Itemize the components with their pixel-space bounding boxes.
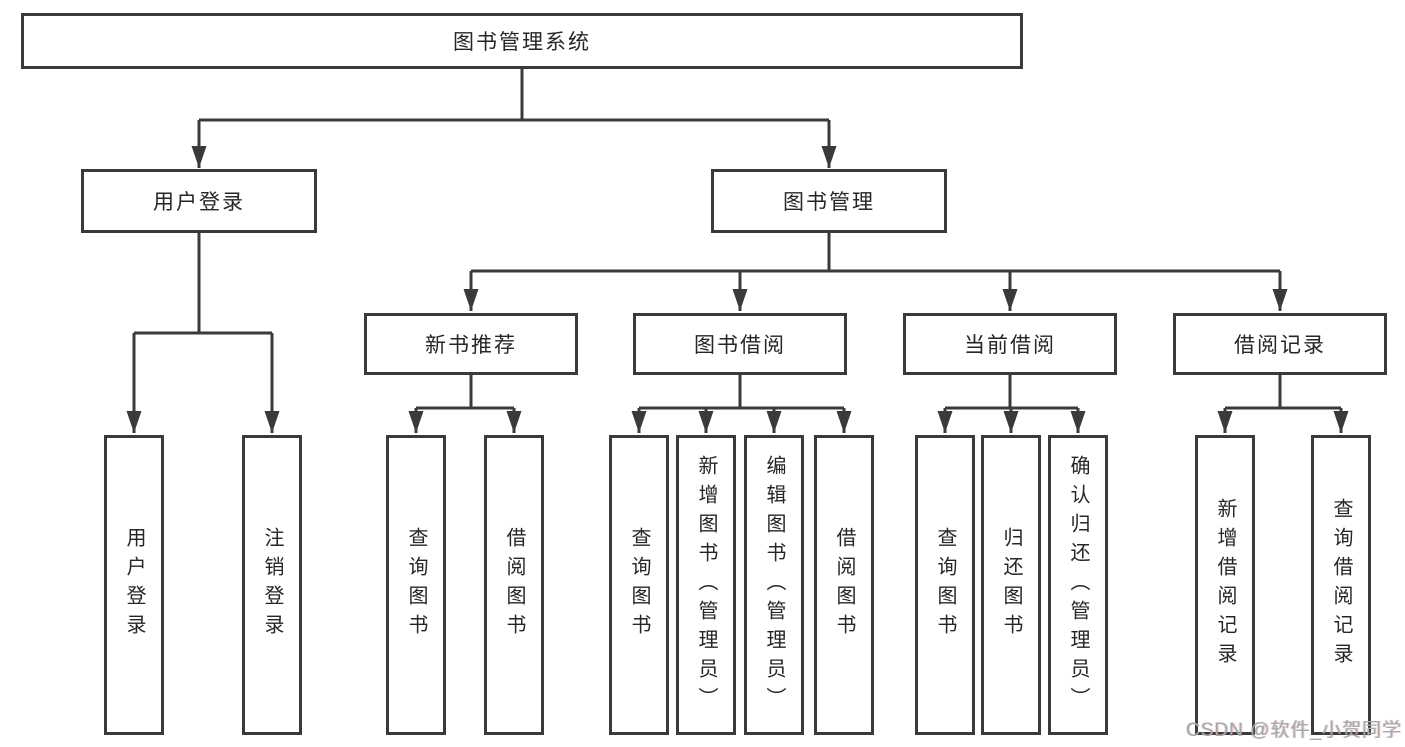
leaf-borrow-add-books-admin: 新增图书（管理员） xyxy=(676,435,736,735)
node-borrowing-records: 借阅记录 xyxy=(1173,313,1387,375)
leaf-record-query-borrow-record: 查询借阅记录 xyxy=(1311,435,1371,735)
leaf-newbook-borrow-books: 借阅图书 xyxy=(484,435,544,735)
connector-mgmt-to-level3 xyxy=(471,232,1280,273)
leaf-current-return-books: 归还图书 xyxy=(981,435,1041,735)
node-book-borrowing: 图书借阅 xyxy=(633,313,847,375)
leaf-record-add-borrow-record: 新增借阅记录 xyxy=(1195,435,1255,735)
node-current-borrowing: 当前借阅 xyxy=(903,313,1117,375)
leaf-borrow-query-books: 查询图书 xyxy=(609,435,669,735)
leaf-current-query-books: 查询图书 xyxy=(915,435,975,735)
leaf-user-login: 用户登录 xyxy=(104,435,164,735)
connector-login-to-leaves xyxy=(134,232,272,335)
node-new-book-recommendation: 新书推荐 xyxy=(364,313,578,375)
connector-current-to-leaves xyxy=(945,374,1078,410)
leaf-logout: 注销登录 xyxy=(242,435,302,735)
connector-newbook-to-leaves xyxy=(416,374,514,410)
connector-borrow-to-leaves xyxy=(639,374,844,410)
leaf-newbook-query-books: 查询图书 xyxy=(386,435,446,735)
connector-root-to-level2 xyxy=(199,68,829,122)
node-book-management: 图书管理 xyxy=(711,169,947,233)
node-book-management-system: 图书管理系统 xyxy=(21,13,1023,69)
csdn-watermark: CSDN @软件_小贺同学 xyxy=(1186,720,1402,741)
leaf-borrow-edit-books-admin: 编辑图书（管理员） xyxy=(744,435,804,735)
leaf-current-confirm-return-admin: 确认归还（管理员） xyxy=(1048,435,1108,735)
connector-record-to-leaves xyxy=(1225,374,1341,410)
node-user-login: 用户登录 xyxy=(81,169,317,233)
leaf-borrow-borrow-books: 借阅图书 xyxy=(814,435,874,735)
